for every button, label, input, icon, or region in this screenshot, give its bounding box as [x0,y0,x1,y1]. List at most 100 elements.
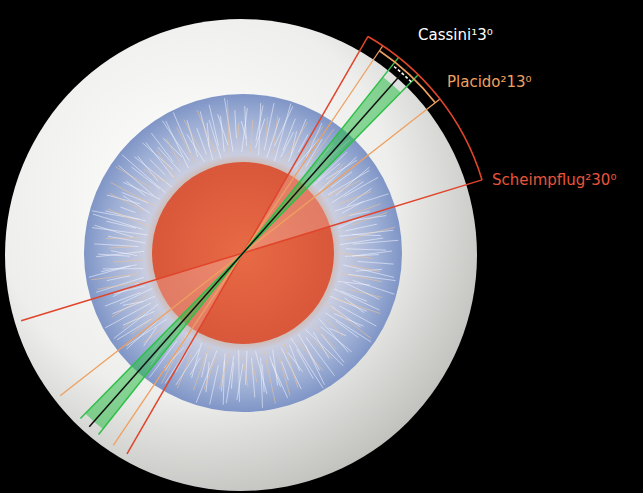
ray-line [89,66,408,427]
iris-fiber [108,209,151,227]
angle-label: Scheimpflug²30⁰ [492,170,616,190]
angle-arc [379,51,435,103]
iris-fiber [120,207,135,213]
iris-fiber [98,254,130,256]
pupil-sector [243,174,330,253]
iris-fiber [126,181,145,196]
iris-fiber [262,364,264,392]
iris-fiber [288,119,306,162]
iris-fiber [131,167,160,189]
iris-fiber [223,360,224,404]
iris-fiber [197,128,207,154]
iris-fiber [279,355,290,396]
iris-fiber [314,340,333,358]
iris-fiber [321,334,344,362]
iris-fiber [246,351,247,385]
iris-fiber [340,230,394,236]
iris-fiber [345,283,380,299]
iris-fiber [119,166,154,196]
iris-fiber [306,330,344,366]
iris-fiber [321,327,352,352]
iris-fiber [344,216,386,222]
iris-fiber [187,120,198,157]
iris-fiber [115,167,151,189]
angle-label: Cassini¹3⁰ [418,25,493,45]
iris-fiber [114,304,158,338]
iris-fiber [150,159,166,175]
iris-fiber [173,112,190,152]
iris-fiber [187,135,204,162]
iris-fiber [219,348,230,389]
iris-fiber [329,328,346,336]
iris-fiber [253,365,257,383]
iris-fiber [92,228,148,235]
iris-fiber [346,224,377,231]
iris-fiber [353,240,399,244]
iris-fiber [166,138,181,164]
iris-fiber [265,117,267,143]
iris-fiber [238,350,240,402]
iris-fiber [350,265,379,271]
angle-arc [368,36,482,179]
iris-fiber [176,349,199,385]
iris-fiber [94,244,138,247]
iris-fiber [270,357,281,387]
iris-fiber [345,298,365,313]
ray-line [21,180,482,321]
iris-fiber [107,276,131,281]
iris-fiber [107,221,136,228]
iris-fiber [210,365,219,404]
iris-fiber [339,191,371,204]
iris-fiber [297,349,314,379]
iris-fiber [339,306,376,326]
iris-fiber [273,350,278,386]
iris-fiber [256,105,263,140]
iris-fiber [273,115,278,153]
iris-fiber [95,225,134,237]
iris-fiber [144,169,167,182]
iris-fiber [190,358,200,375]
iris-fiber [282,361,289,380]
iris-fiber [340,238,384,245]
iris-fiber [177,353,192,388]
iris-fiber [334,313,364,326]
iris-fiber [97,280,150,289]
iris-fiber [108,236,145,243]
iris-fiber [220,116,224,152]
iris-fiber [267,118,280,158]
iris-fiber [259,103,261,155]
iris-fiber [227,100,229,158]
iris-fiber [96,251,144,256]
iris-fiber [250,119,252,153]
measurement-rays [21,36,482,453]
iris-fiber [349,289,382,297]
iris-fiber [313,332,329,358]
iris-fiber [343,265,394,277]
iris-fiber [113,260,143,262]
iris-fiber [348,274,396,280]
iris-fiber [226,356,233,403]
iris-fiber [123,196,150,214]
angle-label: Placido²13⁰ [447,72,532,92]
pupil-sector [156,253,243,332]
iris-fiber [123,311,155,325]
iris-fiber [242,108,248,152]
iris-fiber [319,319,348,352]
iris-fiber [264,103,274,150]
iris-fiber [196,351,217,403]
iris-fiber [336,299,380,314]
iris-fiber [231,363,233,389]
iris-fiber [200,111,212,159]
iris-fiber [334,289,379,310]
iris-fiber [237,123,239,145]
iris-fiber [202,354,207,377]
iris-fiber [343,177,378,197]
iris-fiber [281,132,294,157]
iris-fiber [352,251,392,256]
iris-fiber [235,110,237,138]
iris-fiber [353,280,395,294]
iris-fiber [330,296,367,311]
iris-fiber [274,103,290,161]
